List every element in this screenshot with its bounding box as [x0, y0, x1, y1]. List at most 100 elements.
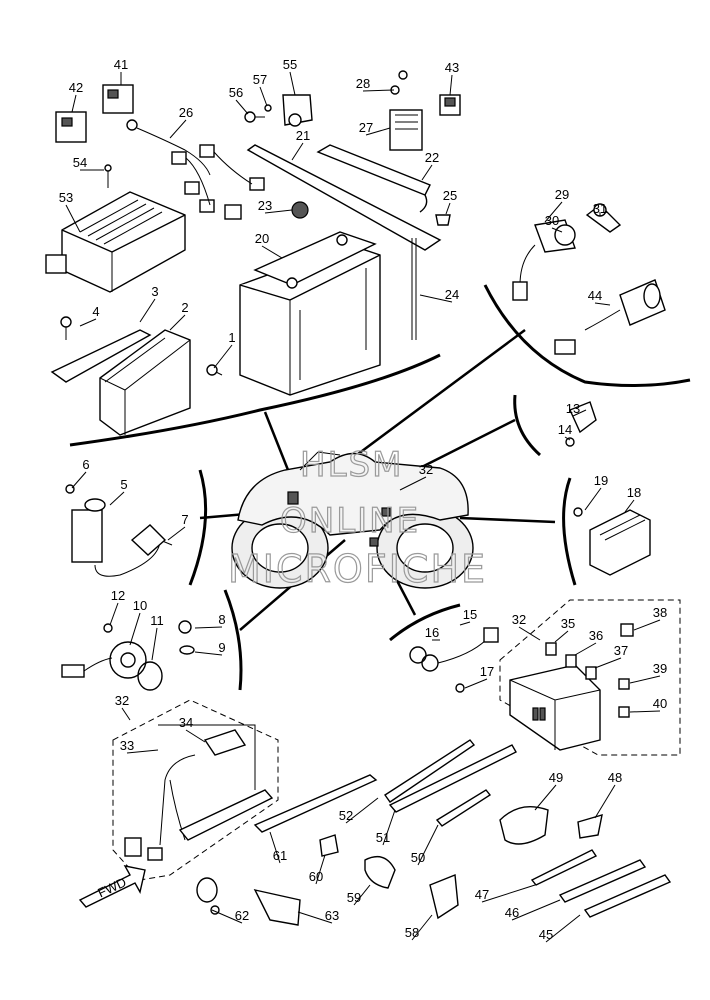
callout-c40: 40 — [653, 696, 667, 711]
leader-c55 — [289, 71, 296, 96]
harness-group — [112, 699, 279, 881]
callout-c36: 36 — [589, 628, 603, 643]
watermark-line2: ONLINE — [280, 501, 420, 541]
leader-c42 — [71, 94, 77, 113]
callout-c30: 30 — [545, 213, 559, 228]
watermark: HLSM ONLINE MICROFICHE — [227, 444, 487, 591]
neutral-switch — [409, 627, 499, 693]
callout-c16: 16 — [425, 625, 439, 640]
fuse-box-group — [499, 599, 681, 756]
callout-c34: 34 — [179, 715, 193, 730]
callout-c17: 17 — [480, 664, 494, 679]
leader-c44 — [594, 302, 611, 306]
callout-c57: 57 — [253, 72, 267, 87]
leader-c34 — [185, 729, 206, 743]
callout-c58: 58 — [405, 925, 419, 940]
leader-c11 — [151, 627, 158, 661]
callout-c39: 39 — [653, 661, 667, 676]
callout-leaders — [65, 71, 661, 943]
leader-c5 — [109, 491, 125, 506]
leader-c61 — [269, 831, 281, 864]
battery — [239, 231, 381, 396]
callout-c54: 54 — [73, 155, 87, 170]
rectifier-regulator — [573, 507, 651, 576]
callout-c31: 31 — [593, 201, 607, 216]
leader-c50 — [417, 824, 439, 866]
battery-bracket — [246, 144, 451, 340]
callout-c50: 50 — [411, 850, 425, 865]
callout-c60: 60 — [309, 869, 323, 884]
callout-c10: 10 — [133, 598, 147, 613]
forward-label: FWD — [95, 874, 128, 900]
callout-c20: 20 — [255, 231, 269, 246]
callout-c55: 55 — [283, 57, 297, 72]
leader-c4 — [79, 318, 97, 327]
fasteners — [60, 70, 408, 340]
callout-c29: 29 — [555, 187, 569, 202]
callout-c11: 11 — [150, 613, 164, 628]
forward-direction-arrow: FWD — [78, 865, 146, 908]
callout-c42: 42 — [69, 80, 83, 95]
leader-c19 — [584, 487, 602, 511]
ecu-module — [45, 191, 186, 293]
callout-c26: 26 — [179, 105, 193, 120]
wire-lead — [126, 119, 265, 220]
leader-c51 — [382, 809, 396, 846]
leader-c28 — [362, 89, 395, 92]
leader-c37 — [594, 657, 622, 669]
leader-c29 — [544, 201, 563, 223]
callout-c47: 47 — [475, 887, 489, 902]
leader-c57 — [259, 86, 268, 107]
leader-c30 — [551, 227, 563, 233]
leader-c59 — [353, 884, 371, 906]
callout-c23: 23 — [258, 198, 272, 213]
callout-c45: 45 — [539, 927, 553, 942]
callout-c37: 37 — [614, 643, 628, 658]
leader-c63 — [297, 911, 333, 924]
leader-c43 — [449, 74, 453, 96]
callout-numbers: 1234567891011121314151617181920212223242… — [59, 57, 667, 942]
leader-c21 — [291, 142, 304, 161]
watermark-line3: MICROFICHE — [228, 547, 487, 591]
leader-c3 — [139, 298, 156, 323]
leader-c47 — [481, 884, 536, 903]
leader-c23 — [264, 209, 293, 214]
leader-c24 — [419, 294, 453, 303]
callout-c51: 51 — [376, 830, 390, 845]
accessory-socket — [554, 279, 666, 355]
leader-c32b — [121, 707, 131, 721]
callout-c15: 15 — [463, 607, 477, 622]
group-separators — [69, 284, 691, 691]
callout-c18: 18 — [627, 485, 641, 500]
callout-c27: 27 — [359, 120, 373, 135]
leader-c20 — [261, 245, 283, 259]
callout-c14: 14 — [558, 422, 572, 437]
callout-c63: 63 — [325, 908, 339, 923]
leader-c49 — [534, 784, 557, 811]
leader-c17 — [464, 678, 488, 689]
leader-c2 — [169, 314, 186, 331]
callout-c21: 21 — [296, 128, 310, 143]
callout-c2: 2 — [181, 300, 188, 315]
callout-c7: 7 — [181, 512, 188, 527]
callout-c33: 33 — [120, 738, 134, 753]
callout-c52: 52 — [339, 808, 353, 823]
leader-c35 — [554, 630, 569, 643]
relays — [55, 84, 461, 151]
callout-c48: 48 — [608, 770, 622, 785]
callout-c61: 61 — [273, 848, 287, 863]
leader-c32c — [399, 476, 427, 491]
leader-c60 — [315, 854, 326, 885]
ignition-coil — [65, 484, 173, 577]
leader-c27 — [365, 127, 391, 136]
leader-c52 — [345, 797, 379, 824]
callout-c35: 35 — [561, 616, 575, 631]
leader-c56 — [235, 99, 249, 115]
callout-c43: 43 — [445, 60, 459, 75]
callout-c25: 25 — [443, 188, 457, 203]
leader-c26 — [169, 119, 187, 139]
leader-c36 — [574, 642, 597, 656]
callout-c44: 44 — [588, 288, 602, 303]
leader-c8 — [194, 626, 223, 629]
main-switch — [512, 203, 622, 301]
